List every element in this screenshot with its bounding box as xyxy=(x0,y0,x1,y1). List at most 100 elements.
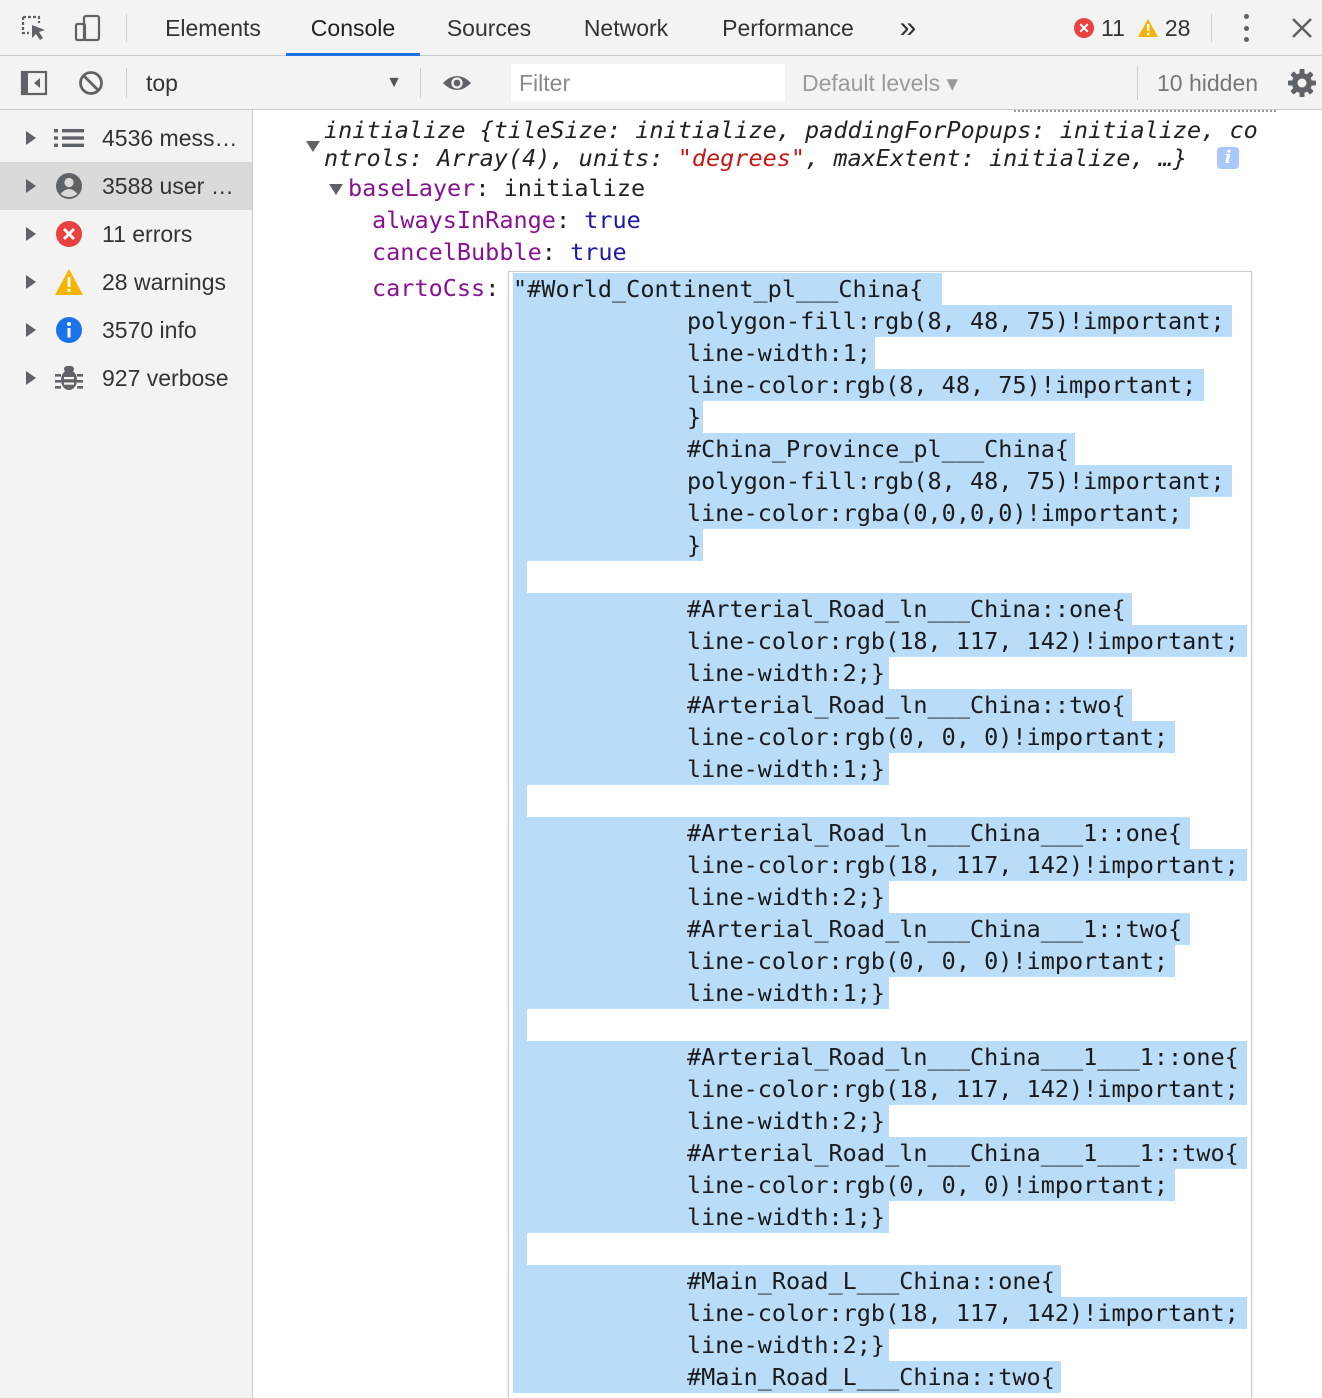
expand-baselayer-arrow-icon[interactable] xyxy=(329,184,343,195)
cartocss-line: #Main_Road_L___China::one{ xyxy=(687,1267,1055,1295)
cancelbubble-property: cancelBubble: true xyxy=(372,238,627,266)
object-info-icon[interactable]: i xyxy=(1217,147,1239,169)
filter-input[interactable] xyxy=(511,64,785,102)
selection-block xyxy=(513,337,875,369)
more-options-icon[interactable] xyxy=(1241,14,1251,42)
bug-icon xyxy=(54,363,84,393)
context-selector[interactable]: top ▼ xyxy=(146,67,406,99)
tab-performance[interactable]: Performance xyxy=(722,15,854,41)
selection-block xyxy=(513,593,1133,625)
cartocss-line: #Arterial_Road_ln___China::two{ xyxy=(687,691,1126,719)
cartocss-string-popover[interactable]: "#World_Continent_pl___China{polygon-fil… xyxy=(508,271,1252,1398)
cartocss-line: line-width:2;} xyxy=(687,1107,886,1135)
expand-object-arrow-icon[interactable] xyxy=(306,141,320,152)
sidebar-item-verbose[interactable]: 927 verbose xyxy=(0,354,252,402)
selection-block xyxy=(513,1009,527,1041)
expand-arrow-icon[interactable] xyxy=(26,371,36,385)
warning-icon xyxy=(54,267,84,297)
issue-counter[interactable]: ✕ 11 28 xyxy=(1074,13,1190,43)
cartocss-line: } xyxy=(687,403,702,431)
cartocss-line: line-width:1;} xyxy=(687,755,886,783)
expand-arrow-icon[interactable] xyxy=(26,275,36,289)
more-tabs-icon[interactable]: » xyxy=(899,11,917,44)
error-icon xyxy=(54,219,84,249)
selection-block xyxy=(513,1201,890,1233)
expand-arrow-icon[interactable] xyxy=(26,131,36,145)
selection-block xyxy=(513,497,1190,529)
list-icon xyxy=(54,123,84,153)
property-value: true xyxy=(570,238,627,266)
baselayer-property[interactable]: baseLayer: initialize xyxy=(348,172,645,204)
sidebar-item-user-messages[interactable]: 3588 user … xyxy=(0,162,252,210)
sidebar-item-label: 11 errors xyxy=(102,220,193,247)
expand-arrow-icon[interactable] xyxy=(26,323,36,337)
inspect-element-icon[interactable] xyxy=(18,12,50,44)
selection-block xyxy=(513,529,704,561)
selection-block xyxy=(513,785,527,817)
devtools-tab-bar: Elements Console Sources Network Perform… xyxy=(0,0,1322,56)
cartocss-line: line-width:1; xyxy=(687,339,871,367)
sidebar-item-label: 28 warnings xyxy=(102,268,227,295)
selection-block xyxy=(513,1329,890,1361)
object-preview-line-2[interactable]: ntrols: Array(4), units: "degrees", maxE… xyxy=(324,142,1187,174)
cartocss-line: polygon-fill:rgb(8, 48, 75)!important; xyxy=(687,307,1225,335)
cartocss-line: line-width:2;} xyxy=(687,659,886,687)
hidden-messages-count: 10 hidden xyxy=(1157,70,1259,96)
selection-block xyxy=(513,465,1233,497)
cartocss-line: #Arterial_Road_ln___China___1___1::one{ xyxy=(687,1043,1239,1071)
selection-block xyxy=(513,721,1176,753)
selection-block xyxy=(513,881,890,913)
tab-elements[interactable]: Elements xyxy=(165,15,261,41)
error-count: 11 xyxy=(1101,14,1125,41)
toolbar-divider xyxy=(420,68,421,98)
object-preview-string: "degrees" xyxy=(677,144,806,172)
cartocss-line: #Arterial_Road_ln___China___1___1::two{ xyxy=(687,1139,1239,1167)
selection-block xyxy=(513,657,890,689)
sidebar-item-messages[interactable]: 4536 mess… xyxy=(0,114,252,162)
object-preview-line-1[interactable]: initialize {tileSize: initialize, paddin… xyxy=(324,116,1258,144)
cartocss-line: #Main_Road_L___China::two{ xyxy=(687,1363,1055,1391)
cartocss-line: #Arterial_Road_ln___China::one{ xyxy=(687,595,1126,623)
cartocss-line: line-color:rgb(18, 117, 142)!important; xyxy=(687,1299,1239,1327)
cartocss-line: line-color:rgb(18, 117, 142)!important; xyxy=(687,851,1239,879)
sidebar-item-label: 3588 user … xyxy=(102,172,234,199)
sidebar-item-errors[interactable]: 11 errors xyxy=(0,210,252,258)
selection-block xyxy=(513,849,1247,881)
selection-block xyxy=(513,913,1190,945)
live-expression-eye-icon[interactable] xyxy=(441,67,473,99)
warning-count-icon xyxy=(1137,19,1158,37)
device-toolbar-icon[interactable] xyxy=(72,12,104,44)
console-settings-gear-icon[interactable] xyxy=(1286,67,1318,99)
selection-block xyxy=(513,753,890,785)
alwaysinrange-property: alwaysInRange: true xyxy=(372,206,641,234)
close-icon[interactable] xyxy=(1286,12,1318,44)
toolbar-divider xyxy=(126,68,127,98)
error-count-icon: ✕ xyxy=(1074,18,1094,38)
selection-block xyxy=(513,433,1076,465)
property-value: : initialize xyxy=(475,174,646,202)
log-levels-dropdown[interactable]: Default levels ▾ xyxy=(802,70,959,96)
object-preview-text: , maxExtent: initialize, …} xyxy=(805,144,1188,172)
sidebar-item-info[interactable]: 3570 info xyxy=(0,306,252,354)
sidebar-item-warnings[interactable]: 28 warnings xyxy=(0,258,252,306)
selection-block xyxy=(513,1361,1061,1393)
selection-block xyxy=(513,945,1176,977)
info-icon xyxy=(54,315,84,345)
clear-console-icon[interactable] xyxy=(75,67,107,99)
tab-sources[interactable]: Sources xyxy=(446,15,532,41)
selection-block xyxy=(513,977,890,1009)
selection-block xyxy=(513,305,1233,337)
expand-arrow-icon[interactable] xyxy=(26,227,36,241)
cartocss-line: line-color:rgb(0, 0, 0)!important; xyxy=(687,723,1169,751)
toolbar-divider xyxy=(126,14,127,42)
chevron-down-icon: ▼ xyxy=(386,74,402,91)
property-key: alwaysInRange xyxy=(372,206,556,234)
context-selector-label: top xyxy=(146,70,178,96)
selection-block xyxy=(513,273,942,305)
expand-arrow-icon[interactable] xyxy=(26,179,36,193)
tab-console[interactable]: Console xyxy=(286,0,420,56)
selection-block xyxy=(513,1073,1247,1105)
cartocss-line: line-width:2;} xyxy=(687,1331,886,1359)
tab-network[interactable]: Network xyxy=(583,15,669,41)
sidebar-toggle-icon[interactable] xyxy=(18,67,50,99)
